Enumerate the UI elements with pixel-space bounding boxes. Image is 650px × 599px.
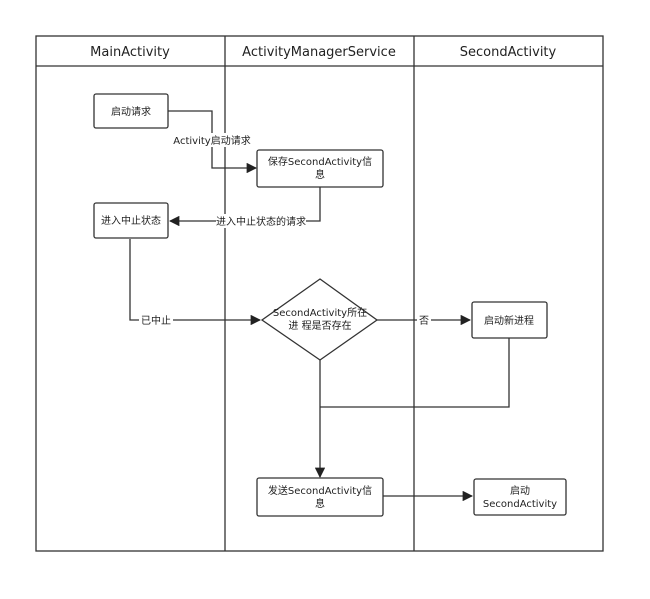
lane-header-activity-manager-service: ActivityManagerService bbox=[242, 45, 396, 60]
edge-label-activity-start-request: Activity启动请求 bbox=[173, 134, 250, 147]
lane-header-second-activity: SecondActivity bbox=[460, 45, 557, 60]
edge-label-no: 否 bbox=[419, 315, 429, 327]
node-launch-second-line-2: SecondActivity bbox=[483, 499, 557, 510]
swimlane-frame bbox=[35, 35, 604, 552]
node-launch-second-activity: 启动 SecondActivity bbox=[473, 478, 567, 516]
node-process-exists-decision: SecondActivity所在 进 程是否存在 bbox=[260, 278, 379, 361]
node-save-info: 保存SecondActivity信 息 bbox=[256, 149, 384, 188]
node-start-new-process-text: 启动新进程 bbox=[484, 314, 534, 327]
node-send-info-line-1: 发送SecondActivity信 bbox=[268, 484, 372, 497]
node-start-request-text: 启动请求 bbox=[111, 105, 151, 118]
edge-label-backgrounds bbox=[139, 133, 431, 327]
node-save-info-line-2: 息 bbox=[315, 168, 325, 181]
node-enter-pause: 进入中止状态 bbox=[93, 202, 169, 239]
node-process-exists-line-2: 进 程是否存在 bbox=[288, 319, 351, 332]
node-start-new-process: 启动新进程 bbox=[471, 301, 548, 339]
node-process-exists-line-1: SecondActivity所在 bbox=[273, 307, 367, 319]
node-start-request: 启动请求 bbox=[93, 93, 169, 129]
node-send-info: 发送SecondActivity信 息 bbox=[256, 477, 384, 517]
lane-header-main-activity: MainActivity bbox=[90, 45, 170, 60]
edge-label-pause-request: 进入中止状态的请求 bbox=[216, 215, 306, 228]
node-send-info-line-2: 息 bbox=[315, 497, 325, 510]
node-launch-second-line-1: 启动 bbox=[510, 484, 530, 497]
edge-label-paused: 已中止 bbox=[141, 314, 171, 327]
node-enter-pause-text: 进入中止状态 bbox=[101, 214, 161, 227]
edge-new-process-merge bbox=[320, 338, 510, 408]
edge-pause-to-decision bbox=[129, 239, 262, 326]
node-save-info-line-1: 保存SecondActivity信 bbox=[268, 155, 372, 168]
